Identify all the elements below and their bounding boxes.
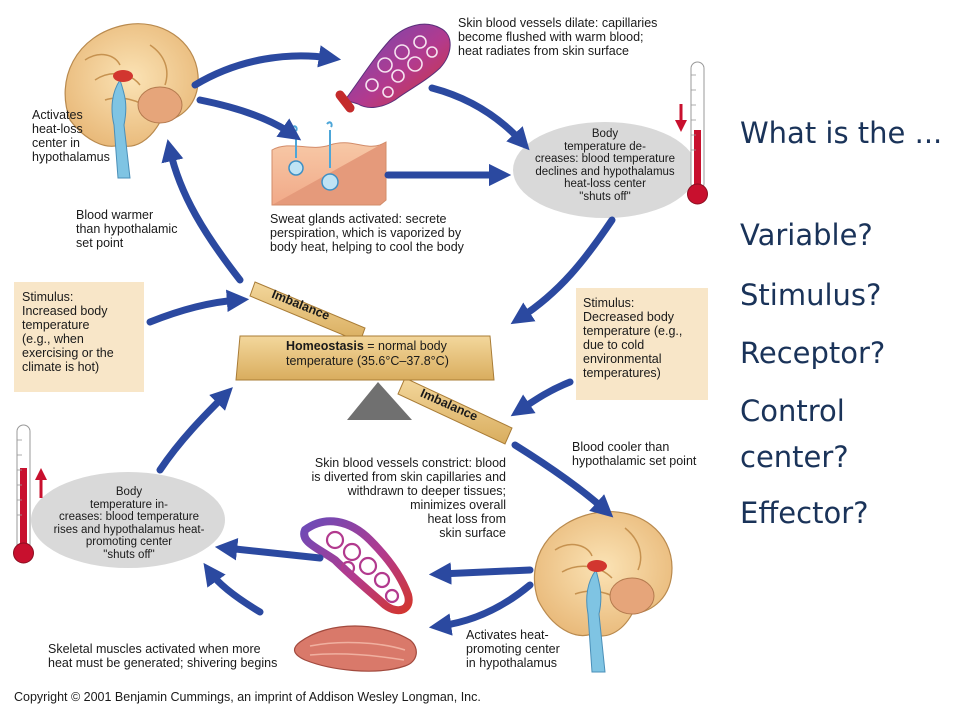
arrow-temp-to-seesaw-bottom	[156, 387, 233, 474]
sweat-glands-label: Sweat glands activated: secrete perspira…	[270, 212, 464, 254]
arrow-imbalance-to-brain-bottom	[511, 441, 614, 518]
thermometer-falling-icon	[675, 61, 708, 205]
thermometer-rising-icon	[13, 424, 47, 564]
homeostasis-word: Homeostasis	[286, 339, 364, 353]
stimulus-decreased-box	[576, 288, 708, 400]
flow-arrows	[146, 45, 616, 636]
dilated-vessels-illustration	[335, 23, 451, 113]
arrow-stimulus-increased	[146, 289, 250, 326]
arrow-stimulus-decreased	[510, 378, 574, 417]
sweat-gland-skin-illustration	[271, 121, 387, 206]
activates-heat-loss-label: Activates heat-loss center in hypothalam…	[32, 108, 110, 164]
skeletal-muscle-illustration	[294, 625, 417, 672]
temperature-decreases-label: Body temperature de- creases: blood temp…	[535, 128, 675, 203]
question-effector: Effector?	[740, 496, 869, 530]
temperature-decreases-ellipse	[513, 122, 697, 218]
question-control-center: Control center?	[740, 394, 849, 474]
activates-heat-promoting-label: Activates heat- promoting center in hypo…	[466, 628, 560, 670]
arrow-imbalance-to-brain	[161, 139, 244, 284]
blood-cooler-label: Blood cooler than hypothalamic set point	[572, 440, 697, 468]
question-stimulus: Stimulus?	[740, 278, 882, 312]
skeletal-muscles-label: Skeletal muscles activated when more hea…	[48, 642, 278, 670]
stimulus-increased-box	[14, 282, 144, 392]
arrow-dilated-to-temp	[428, 84, 530, 151]
arrow-brain-to-dilated	[191, 45, 342, 89]
arrow-constrict-to-temp	[214, 538, 324, 562]
temperature-increases-ellipse	[31, 472, 225, 568]
temperature-increases-label: Body temperature in- creases: blood temp…	[53, 486, 205, 561]
skin-vessels-constrict-label: Skin blood vessels constrict: blood is d…	[311, 456, 506, 540]
brain-bottom-illustration	[533, 510, 673, 673]
arrow-brain-to-sweat	[196, 96, 302, 141]
arrow-brain-to-muscle	[428, 581, 534, 636]
arrow-brain-to-constrict	[428, 562, 534, 585]
constricted-vessels-illustration	[300, 517, 413, 615]
arrow-temp-to-seesaw	[510, 216, 616, 325]
question-intro: What is the ...	[740, 116, 943, 150]
copyright-notice: Copyright © 2001 Benjamin Cummings, an i…	[14, 690, 481, 704]
blood-warmer-label: Blood warmer than hypothalamic set point	[76, 208, 178, 250]
stimulus-increased-label: Stimulus: Increased body temperature (e.…	[22, 290, 114, 374]
homeostasis-seesaw	[235, 281, 513, 445]
brain-top-illustration	[64, 23, 199, 179]
skin-vessels-dilate-label: Skin blood vessels dilate: capillaries b…	[458, 16, 658, 58]
question-receptor: Receptor?	[740, 336, 886, 370]
arrow-muscle-to-temp	[203, 562, 264, 616]
homeostasis-range: = normal body temperature (35.6°C–37.8°C…	[286, 339, 449, 368]
question-variable: Variable?	[740, 218, 873, 252]
stimulus-decreased-label: Stimulus: Decreased body temperature (e.…	[583, 296, 683, 380]
homeostasis-label: Homeostasis = normal body temperature (3…	[286, 339, 449, 369]
